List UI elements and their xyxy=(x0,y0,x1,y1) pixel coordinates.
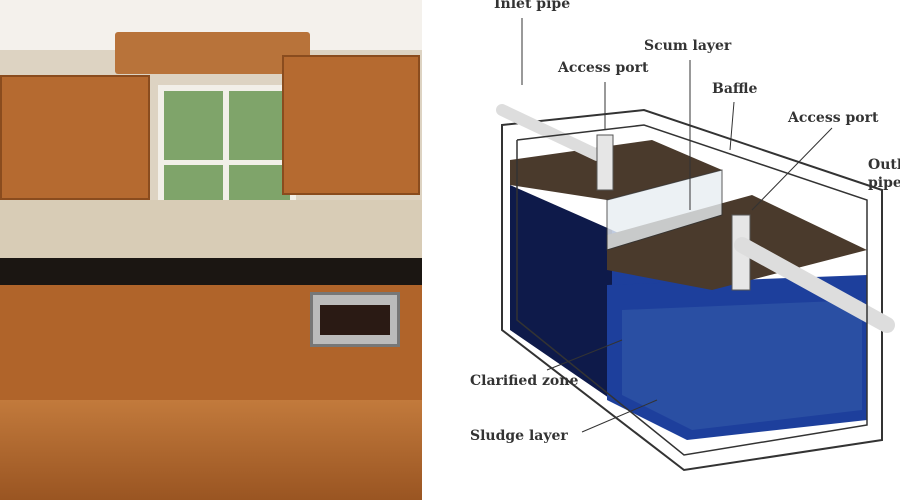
tank-outer-outline xyxy=(501,108,883,472)
oven-window xyxy=(320,305,390,335)
label-inlet-pipe: Inlet pipe xyxy=(494,0,571,12)
label-clarified-zone: Clarified zone xyxy=(470,373,579,389)
tank-inner-outline xyxy=(516,124,868,456)
label-access-port-1: Access port xyxy=(558,60,649,76)
kitchen-photo xyxy=(0,0,422,500)
clarified-zone-texture xyxy=(622,300,862,430)
leader-access2 xyxy=(751,127,833,211)
baffle xyxy=(606,169,723,251)
scum-layer-fill xyxy=(510,140,722,200)
label-access-port-2: Access port xyxy=(788,110,879,126)
septic-tank-illustration xyxy=(496,18,895,472)
label-sludge-layer: Sludge layer xyxy=(470,428,568,444)
sludge-layer-fill xyxy=(510,185,612,400)
window-mullion xyxy=(223,85,229,255)
leader-sludge xyxy=(581,399,658,433)
countertop xyxy=(0,258,422,288)
floor xyxy=(0,400,422,500)
window-transom xyxy=(158,160,296,165)
outlet-pipe xyxy=(734,237,895,333)
label-scum-layer: Scum layer xyxy=(644,38,732,54)
leader-clarified xyxy=(546,339,623,371)
leader-baffle xyxy=(729,101,735,151)
upper-cabinet-left xyxy=(0,75,150,200)
upper-cabinet-right xyxy=(282,55,420,195)
label-outlet-pipe-2: pipe xyxy=(868,175,900,191)
access-port-1 xyxy=(596,134,614,191)
label-outlet-pipe-1: Outl xyxy=(868,157,900,173)
inlet-pipe xyxy=(496,104,603,161)
septic-tank-diagram: Inlet pipe Scum layer Access port Baffle… xyxy=(422,0,900,500)
range-hood xyxy=(115,32,310,74)
label-baffle: Baffle xyxy=(712,81,758,97)
backsplash xyxy=(0,200,422,260)
